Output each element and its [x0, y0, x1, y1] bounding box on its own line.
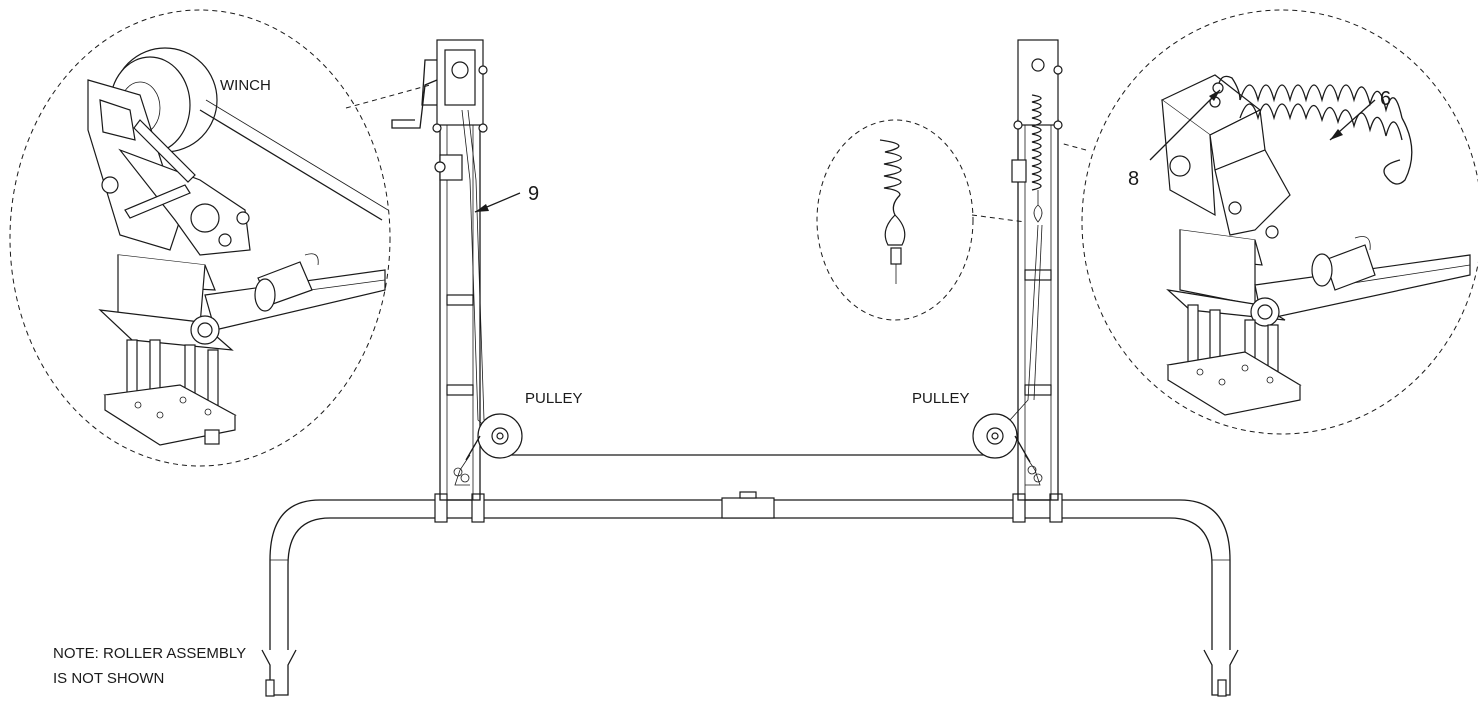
pulley-right — [972, 413, 1043, 486]
pulley-left-label: PULLEY — [525, 390, 583, 407]
note-line-1: NOTE: ROLLER ASSEMBLY — [53, 645, 246, 662]
right-upright — [1011, 39, 1063, 501]
main-frame — [261, 491, 1239, 697]
callout-6: 6 — [1380, 88, 1391, 110]
winch-label: WINCH — [220, 77, 271, 94]
winch-detail — [9, 9, 431, 467]
spring-coils — [1239, 84, 1413, 185]
note-line-2: IS NOT SHOWN — [53, 670, 164, 687]
callout-leaders — [474, 89, 1376, 213]
spring-hook-detail — [816, 119, 1026, 321]
callout-9: 9 — [528, 183, 539, 205]
spring-detail — [1059, 9, 1478, 435]
left-upright — [391, 39, 488, 501]
pulley-left — [453, 413, 523, 486]
spring — [1031, 94, 1043, 223]
pulley-right-label: PULLEY — [912, 390, 970, 407]
callout-8: 8 — [1128, 168, 1139, 190]
